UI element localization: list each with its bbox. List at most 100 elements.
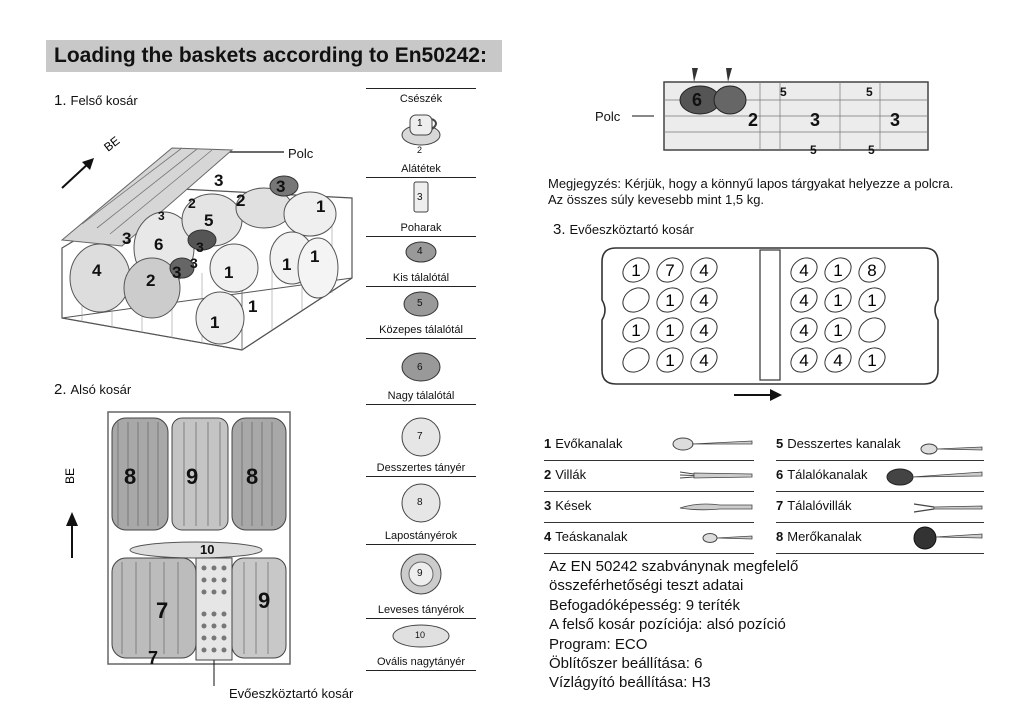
upper-basket-illustration: BE 3 3 3 2 2 3 5 3 6 4 2 3 3 1 [60,133,353,351]
upper-item-label: 3 [276,177,285,196]
legend-code: 8 [417,497,423,508]
cutlery-slot [690,257,718,283]
serving-fork-icon [913,503,983,513]
legend-row: 10 Ovális nagytányér [366,618,476,671]
upper-item-label: 3 [196,239,204,255]
legend-code: 7 [417,431,423,442]
info-line: Az EN 50242 szabványnak megfelelő [549,558,799,575]
upper-item-label: 6 [154,235,163,254]
legend-row: 9 Leveses tányérok [366,544,476,619]
info-line: Program: ECO [549,635,648,653]
upper-polc-label: Polc [288,146,314,161]
cutlery-basket-outline [601,247,939,385]
upper-item-label: 1 [310,247,319,266]
upper-item-label: 1 [210,313,219,332]
cutlery-slot [690,287,718,313]
small-bowl-icon [405,241,437,263]
upper-item-label: 2 [146,271,155,290]
cutlery-legend-label: Merőkanalak [787,529,862,544]
cutlery-slot [790,287,818,313]
cutlery-slot [858,347,886,373]
lower-be-arrow-icon [66,512,78,526]
lower-item-label: 8 [124,464,136,489]
note-line: Megjegyzés: Kérjük, hogy a könnyű lapos … [548,176,954,191]
legend-code: 6 [417,362,423,373]
cutlery-slot-label: 1 [665,351,674,370]
cutlery-slot [656,287,684,313]
cutlery-legend-label: Evőkanalak [555,436,623,451]
legend-label: Nagy tálalótál [387,390,455,402]
be-arrow-head [82,158,94,170]
upper-item-label: 1 [224,263,233,282]
cutlery-legend-label: Teáskanalak [555,529,628,544]
lower-basket-heading: 2.Alsó kosár [54,381,131,398]
cutlery-slot-label: 4 [699,291,708,310]
cutlery-slot [858,257,886,283]
cutlery-slot [622,257,650,283]
cutlery-basket-number: 3. [553,221,566,238]
cutlery-slot-label: 1 [665,321,674,340]
cutlery-legend-number: 2 [544,467,552,482]
lower-cutlery-basket-label: Evőeszköztartó kosár [229,686,354,701]
cutlery-slot [690,317,718,343]
legend-row: 4 Kis tálalótál [366,236,476,287]
upper-item-label: 1 [248,297,257,316]
cutlery-slot-label: 1 [867,351,876,370]
shelf-item-label: 5 [810,143,817,157]
legend-label: Kis tálalótál [392,272,450,284]
oval-platter-icon [392,624,450,648]
cutlery-slot-label: 1 [833,321,842,340]
lower-item-label: 7 [156,598,168,623]
upper-item-label: 3 [122,229,131,248]
test-info: Az EN 50242 szabványnak megfelelő összef… [549,557,798,693]
lower-item-label: 8 [246,464,258,489]
upper-item-label: 1 [316,197,325,216]
upper-item-label: 3 [214,171,223,190]
legend-row: 3 Poharak [366,176,476,237]
info-line: A felső kosár pozíciója: alsó pozíció [549,616,786,634]
cutlery-legend-number: 4 [544,529,552,544]
legend-row: 8 Lapostányérok [366,476,476,545]
cutlery-slot-label: 4 [699,321,708,340]
cutlery-slot-label: 4 [799,291,808,310]
cutlery-legend-number: 8 [776,529,784,544]
legend-label: Desszertes tányér [376,462,466,474]
shelf-polc-label: Polc [595,109,621,124]
cutlery-slot [622,317,650,343]
dinner-plate-icon [401,483,441,523]
lower-basket-number: 2. [54,381,67,398]
cutlery-basket-label: Evőeszköztartó kosár [569,222,694,237]
glass-icon [413,181,429,213]
cutlery-slot [824,287,852,313]
upper-item-label: 3 [158,209,165,223]
legend-row: 6 Nagy tálalótál [366,338,476,405]
legend-sublabel: Alátétek [401,163,441,175]
cutlery-slot [824,317,852,343]
upper-basket-label: Felső kosár [70,93,138,108]
shelf-note: Megjegyzés: Kérjük, hogy a könnyű lapos … [548,176,953,208]
cutlery-slot [790,257,818,283]
cutlery-slot [690,347,718,373]
shelf-item-label: 5 [866,85,873,99]
spoon-icon [672,437,753,451]
legend-code: 4 [417,246,423,257]
lower-item-label: 10 [200,542,214,557]
cutlery-legend-number: 3 [544,498,552,513]
cutlery-basket-heading: 3.Evőeszköztartó kosár [553,221,694,238]
dessert-spoon-icon [920,443,983,455]
cutlery-legend-label: Tálalókanalak [787,467,868,482]
shelf-item-label: 3 [810,110,820,130]
legend-row: Csészék 1 2 Alátétek [366,88,476,178]
cutlery-legend-number: 7 [776,498,784,513]
lower-be-label: BE [63,468,77,484]
teaspoon-icon [702,533,753,543]
cutlery-legend-label: Kések [555,498,592,513]
shelf-item-label: 3 [890,110,900,130]
